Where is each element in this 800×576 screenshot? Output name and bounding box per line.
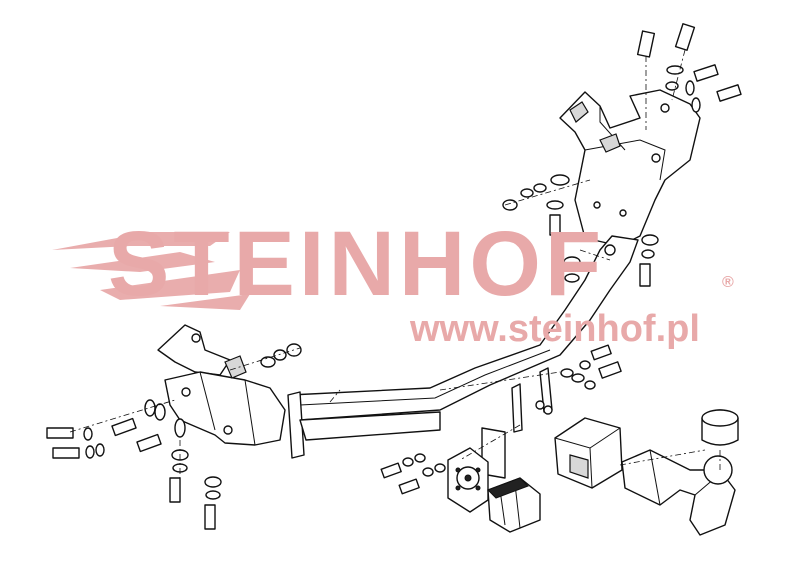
socket-rubber-seal [487, 477, 541, 533]
assembly-guidelines [329, 249, 706, 466]
tow-ball-arm [621, 449, 736, 536]
watermark-url: www.steinhof.pl [410, 308, 700, 350]
left-upper-nuts [229, 343, 302, 371]
main-crossbar [287, 235, 639, 459]
bracket-fasteners [502, 174, 659, 287]
upper-bolts [636, 23, 742, 130]
center-fasteners [380, 344, 622, 495]
left-mounting-bracket [157, 324, 286, 446]
tow-ball-cap [701, 409, 739, 470]
socket-plate [447, 427, 506, 513]
receiver-block [554, 417, 623, 489]
left-bolts [46, 399, 222, 530]
right-mounting-bracket [559, 89, 701, 247]
steinhof-logo-swoosh [52, 232, 250, 310]
